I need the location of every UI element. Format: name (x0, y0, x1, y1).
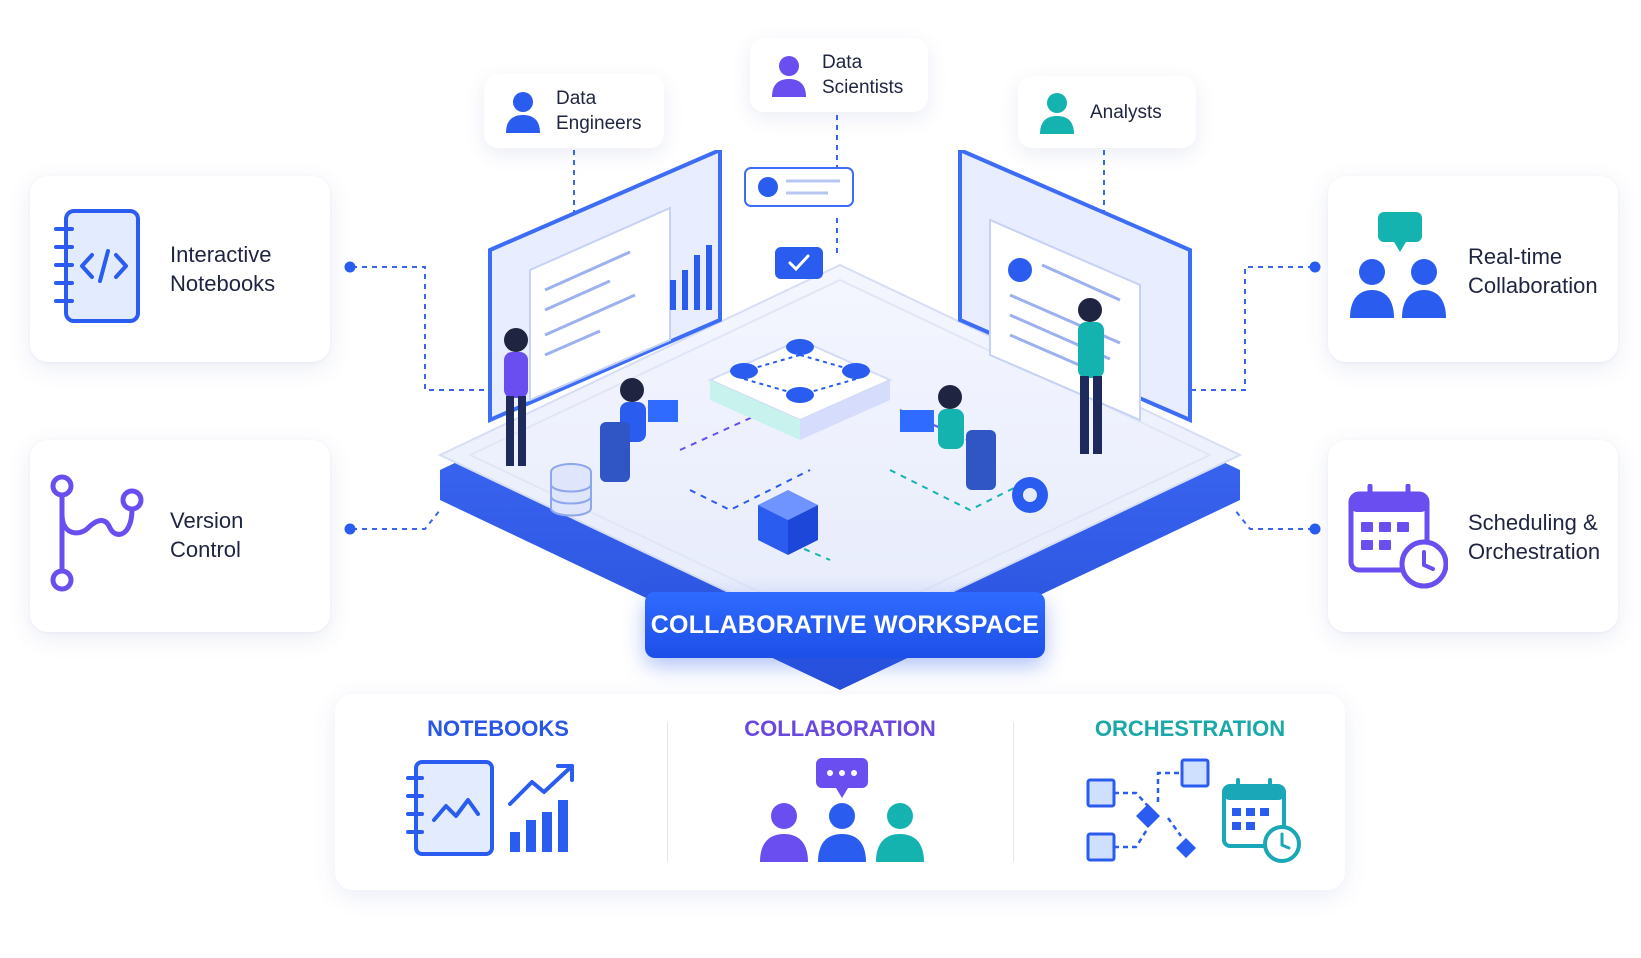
feature-label-realtime-collaboration: Real-time Collaboration (1468, 244, 1598, 298)
team-chat-icon (1350, 212, 1446, 318)
role-label-analysts: Analysts (1090, 101, 1162, 123)
role-label-data-scientists: Data Scientists (822, 52, 904, 98)
role-card-analysts: Analysts (1018, 76, 1196, 148)
workspace-illustration (437, 150, 1243, 690)
feature-card-scheduling-orchestration: Scheduling & Orchestration (1328, 440, 1618, 632)
role-label-data-engineers: Data Engineers (556, 88, 642, 134)
bottom-divider (1013, 722, 1014, 862)
collaborative-workspace-banner: COLLABORATIVE WORKSPACE (645, 592, 1045, 658)
calendar-clock-icon (1348, 484, 1448, 589)
bottom-title-collaboration: COLLABORATION (744, 716, 936, 741)
notebook-code-icon (54, 209, 140, 323)
user-icon (772, 56, 806, 97)
user-icon (1040, 93, 1074, 134)
feature-card-interactive-notebooks: Interactive Notebooks (30, 176, 330, 362)
bottom-title-orchestration: ORCHESTRATION (1094, 716, 1286, 741)
feature-card-version-control: Version Control (30, 440, 330, 632)
feature-label-interactive-notebooks: Interactive Notebooks (170, 242, 276, 296)
bar-chart-growth-icon (508, 764, 574, 852)
bottom-title-notebooks: NOTEBOOKS (427, 716, 569, 741)
feature-card-realtime-collaboration: Real-time Collaboration (1328, 176, 1618, 362)
role-card-data-engineers: Data Engineers (484, 74, 664, 148)
bottom-divider (667, 722, 668, 862)
calendar-clock-icon (1222, 778, 1301, 863)
feature-label-scheduling-orchestration: Scheduling & Orchestration (1468, 510, 1601, 564)
user-icon (506, 92, 540, 133)
notebook-chart-icon (406, 760, 494, 856)
role-card-data-scientists: Data Scientists (750, 38, 928, 112)
feature-label-version-control: Version Control (170, 508, 244, 562)
git-branch-icon (50, 474, 144, 592)
team-chat-icon (760, 758, 924, 862)
workflow-icon (1086, 758, 1210, 862)
